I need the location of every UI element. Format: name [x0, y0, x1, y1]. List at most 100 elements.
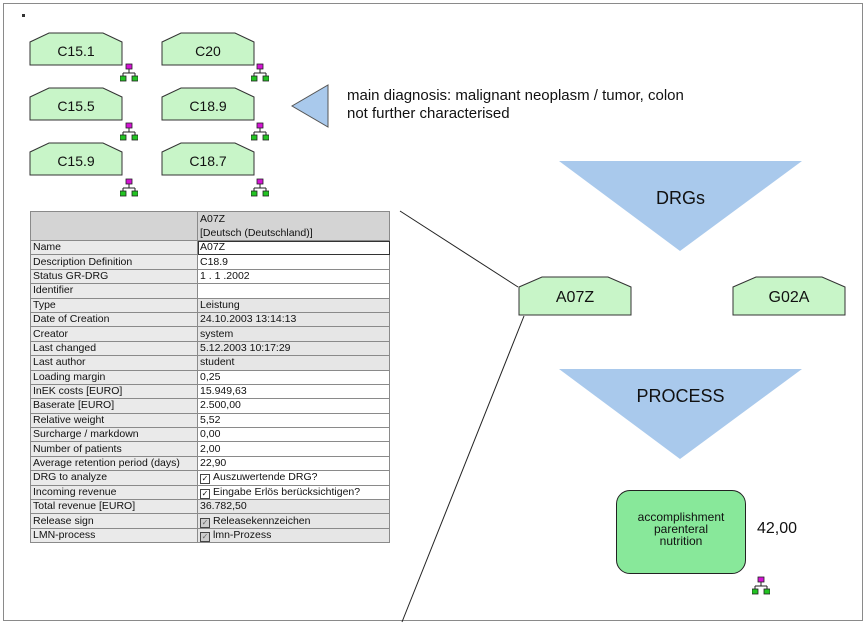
- code-node-c18-7[interactable]: C18.7: [161, 142, 255, 176]
- property-value-field[interactable]: C18.9: [197, 254, 390, 270]
- property-key: Creator: [30, 326, 198, 342]
- property-key: InEK costs [EURO]: [30, 383, 198, 400]
- hierarchy-icon: [120, 178, 138, 197]
- property-row[interactable]: Incoming revenue✓Eingabe Erlös berücksic…: [30, 484, 390, 501]
- code-label: C15.1: [57, 43, 95, 59]
- checkbox-icon: ✓: [200, 517, 210, 528]
- code-node-c20[interactable]: C20: [161, 32, 255, 66]
- property-key: DRG to analyze: [30, 470, 198, 486]
- property-row: Release sign✓Releasekennzeichen: [30, 513, 390, 529]
- property-row[interactable]: InEK costs [EURO]15.949,63: [30, 383, 390, 400]
- property-key: Loading margin: [30, 369, 198, 385]
- property-value-field[interactable]: A07Z: [197, 239, 390, 256]
- property-row[interactable]: DRG to analyze✓Auszuwertende DRG?: [30, 470, 390, 486]
- property-checkbox-cell: ✓lmn-Prozess: [197, 527, 390, 544]
- hierarchy-icon: [251, 122, 269, 141]
- property-key: Incoming revenue: [30, 484, 198, 501]
- node-shape: [161, 142, 255, 176]
- code-label: C15.9: [57, 153, 95, 169]
- property-value-field[interactable]: [197, 283, 390, 299]
- checkbox-label: Auszuwertende DRG?: [213, 471, 318, 484]
- code-label: C18.9: [189, 98, 227, 114]
- properties-header-row: A07Z [Deutsch (Deutschland)]: [30, 211, 390, 241]
- property-value-field[interactable]: 2.500,00: [197, 398, 390, 414]
- left-pointer-triangle-icon: [291, 84, 329, 128]
- diagnosis-text-line1: main diagnosis: malignant neoplasm / tum…: [347, 87, 684, 104]
- property-key: Release sign: [30, 513, 198, 529]
- process-box[interactable]: accomplishment parenteral nutrition: [616, 490, 746, 574]
- property-value: 36.782,50: [197, 499, 390, 515]
- code-node-c15-9[interactable]: C15.9: [29, 142, 123, 176]
- checkbox-icon[interactable]: ✓: [200, 474, 210, 485]
- drgs-triangle: [559, 161, 802, 251]
- property-key: Average retention period (days): [30, 455, 198, 472]
- code-node-c15-5[interactable]: C15.5: [29, 87, 123, 121]
- drgs-label: DRGs: [656, 188, 705, 208]
- properties-header-line1: A07Z: [200, 213, 226, 225]
- property-row[interactable]: Baserate [EURO]2.500,00: [30, 398, 390, 414]
- hierarchy-icon: [120, 122, 138, 141]
- hierarchy-icon: [251, 178, 269, 197]
- code-label: C15.5: [57, 98, 95, 114]
- checkbox-label: Eingabe Erlös berücksichtigen?: [213, 485, 361, 498]
- drg-node-g02a[interactable]: G02A: [732, 276, 846, 316]
- property-row[interactable]: Average retention period (days)22,90: [30, 455, 390, 472]
- code-node-c18-9[interactable]: C18.9: [161, 87, 255, 121]
- property-key: Last changed: [30, 340, 198, 357]
- property-value-field[interactable]: 0,00: [197, 427, 390, 443]
- property-key: Type: [30, 297, 198, 313]
- property-key: Status GR-DRG: [30, 268, 198, 285]
- code-label: C20: [195, 43, 221, 59]
- property-key: Baserate [EURO]: [30, 398, 198, 414]
- process-box-line2: parenteral: [653, 522, 709, 536]
- drg-label: A07Z: [555, 289, 595, 306]
- property-key: Description Definition: [30, 254, 198, 270]
- process-box-line3: nutrition: [659, 534, 703, 548]
- node-shape: [29, 142, 123, 176]
- property-key: Number of patients: [30, 441, 198, 457]
- property-key: Total revenue [EURO]: [30, 499, 198, 515]
- property-value-field[interactable]: 1 . 1 .2002: [197, 268, 390, 285]
- drg-node-a07z[interactable]: A07Z: [518, 276, 632, 316]
- property-checkbox-cell[interactable]: ✓Auszuwertende DRG?: [197, 470, 390, 486]
- checkbox-icon[interactable]: ✓: [200, 488, 210, 499]
- checkbox-label: lmn-Prozess: [213, 529, 272, 541]
- node-shape: [29, 87, 123, 121]
- property-value-field[interactable]: 0,25: [197, 369, 390, 385]
- property-key: Name: [30, 239, 198, 256]
- property-value: student: [197, 355, 390, 371]
- code-label: C18.7: [189, 153, 227, 169]
- property-value-field[interactable]: 5,52: [197, 412, 390, 429]
- corner-dot: [22, 14, 25, 17]
- property-row[interactable]: Identifier: [30, 283, 390, 299]
- process-box-line1: accomplishment: [637, 510, 725, 524]
- node-shape: [161, 87, 255, 121]
- property-key: Date of Creation: [30, 311, 198, 328]
- code-node-c15-1[interactable]: C15.1: [29, 32, 123, 66]
- property-key: Identifier: [30, 283, 198, 299]
- drg-label: G02A: [768, 289, 810, 306]
- property-row: LMN-process✓lmn-Prozess: [30, 527, 390, 544]
- checkbox-icon: ✓: [200, 532, 210, 542]
- node-shape: [161, 32, 255, 66]
- property-checkbox-cell[interactable]: ✓Eingabe Erlös berücksichtigen?: [197, 484, 390, 501]
- property-value-field[interactable]: 22,90: [197, 455, 390, 472]
- node-shape: [29, 32, 123, 66]
- process-value: 42,00: [757, 520, 798, 537]
- property-checkbox-cell: ✓Releasekennzeichen: [197, 513, 390, 529]
- property-value-field[interactable]: 2,00: [197, 441, 390, 457]
- properties-header: A07Z [Deutsch (Deutschland)]: [197, 211, 390, 241]
- property-value-field[interactable]: 15.949,63: [197, 383, 390, 400]
